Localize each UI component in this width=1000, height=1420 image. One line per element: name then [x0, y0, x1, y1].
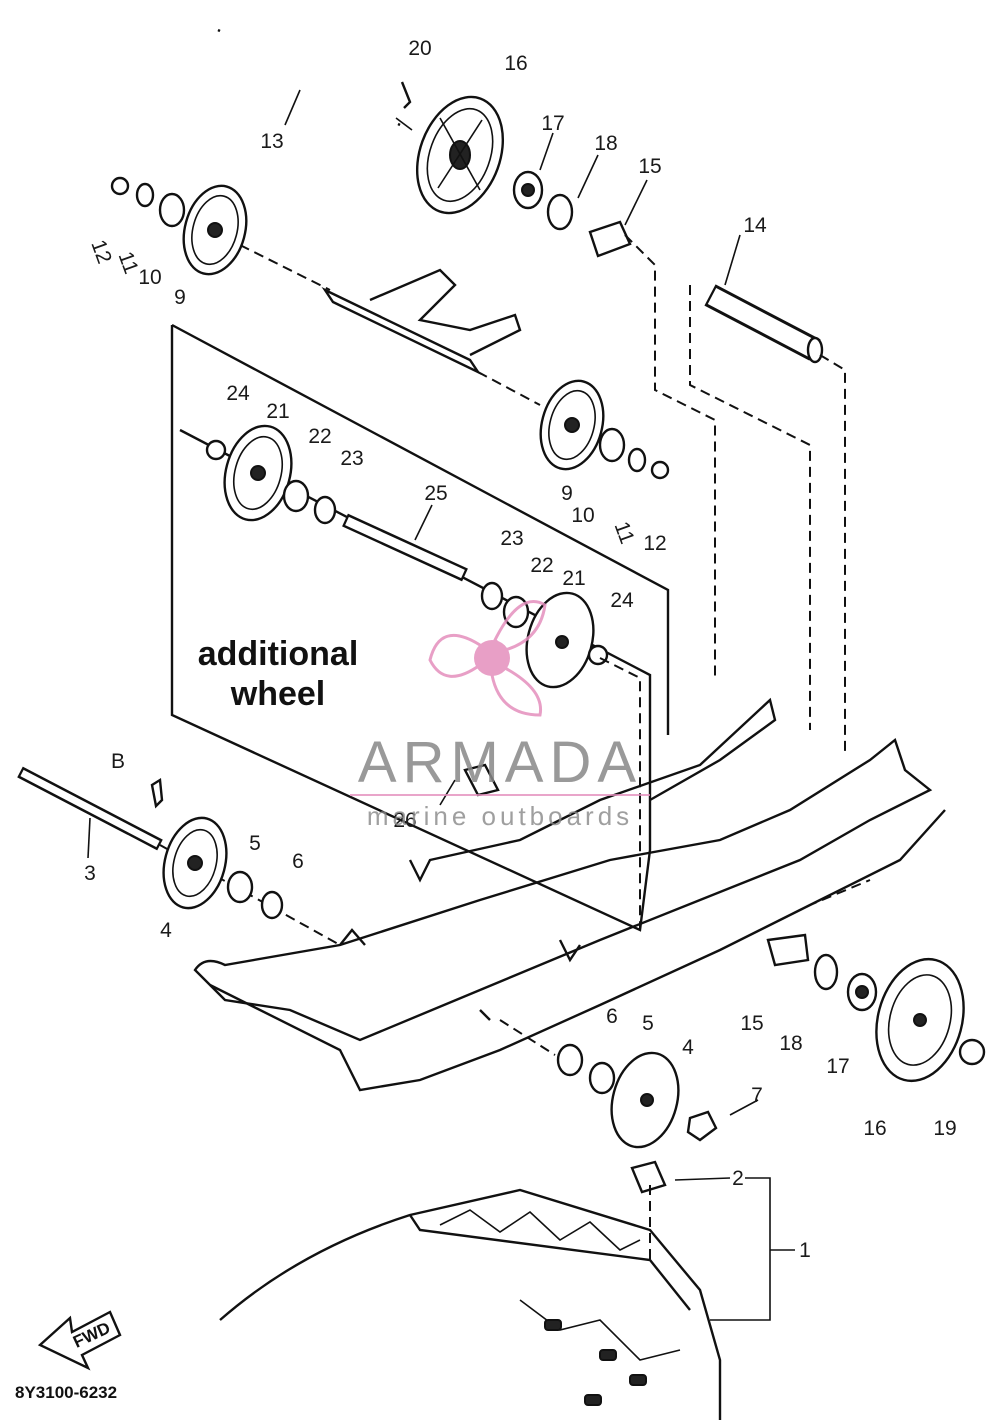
callout-numbers: 20 16 13 17 18 15 14 12 11 10 9 24 21 22… [84, 37, 957, 1262]
callout-1: 1 [799, 1239, 811, 1262]
sprocket-wheel-16-bottom [875, 957, 965, 1083]
callout-15-bottom: 15 [740, 1012, 763, 1035]
watermark-tagline: marine outboards [367, 801, 633, 831]
additional-wheel-label-line2: wheel [230, 675, 325, 713]
callout-16-top: 16 [504, 52, 527, 75]
sprocket-wheel-16-top [415, 95, 505, 215]
callout-5-front: 5 [249, 832, 261, 855]
callout-19: 19 [933, 1117, 956, 1140]
callout-4-rear: 4 [682, 1036, 694, 1059]
callout-2: 2 [732, 1167, 744, 1190]
wheel-4-rear [610, 1051, 680, 1149]
callout-6-front: 6 [292, 850, 304, 873]
callout-6-rear: 6 [606, 1005, 618, 1028]
callout-24-right: 24 [610, 589, 634, 612]
callout-26: 26 [393, 809, 416, 832]
callout-23-left: 23 [340, 447, 363, 470]
callout-25: 25 [424, 482, 447, 505]
callout-5-rear: 5 [642, 1012, 654, 1035]
callout-13: 13 [260, 130, 283, 153]
callout-22-left: 22 [308, 425, 331, 448]
additional-wheel-21-left [223, 424, 293, 522]
callout-18-top: 18 [594, 132, 617, 155]
callout-12-right: 12 [643, 532, 666, 555]
callout-7: 7 [751, 1084, 763, 1107]
rear-axle-shaft-13 [217, 27, 413, 131]
callout-14: 14 [743, 214, 767, 237]
callout-B: B [111, 750, 125, 773]
callout-24-left: 24 [226, 382, 250, 405]
track-assembly-1 [219, 1160, 722, 1420]
callout-20: 20 [408, 37, 431, 60]
callout-21-right: 21 [562, 567, 585, 590]
callout-23-right: 23 [500, 527, 523, 550]
fwd-arrow-icon [37, 1310, 122, 1371]
slide-rail-frame [193, 697, 946, 1092]
callout-9-left: 9 [174, 286, 186, 309]
wheel-4-front [162, 816, 228, 910]
callout-9-right: 9 [561, 482, 573, 505]
idler-shaft-25 [342, 513, 468, 582]
wheel-9-right [539, 379, 605, 471]
cross-arm-bracket [239, 244, 541, 406]
alignment-dash-lines [599, 234, 871, 1265]
callout-10-right: 10 [571, 504, 594, 527]
watermark-brand: ARMADA [358, 730, 642, 795]
callout-16-bottom: 16 [863, 1117, 886, 1140]
callout-17-top: 17 [541, 112, 564, 135]
collar-14 [704, 284, 824, 364]
callout-12-left: 12 [86, 237, 116, 267]
callout-18-bottom: 18 [779, 1032, 802, 1055]
callout-leaders [87, 89, 795, 1321]
callout-11-right: 11 [610, 519, 639, 547]
callout-15-top: 15 [638, 155, 661, 178]
callout-21-left: 21 [266, 400, 289, 423]
bearings-and-washers [110, 170, 986, 1142]
callout-10-left: 10 [138, 266, 161, 289]
spring-pin-20 [400, 81, 412, 109]
wheel-9-left [182, 184, 248, 276]
diagram-code: 8Y3100-6232 [15, 1383, 117, 1402]
additional-wheel-label-line1: additional [198, 635, 359, 673]
armada-logo-icon [428, 600, 547, 717]
callout-4-front: 4 [160, 919, 172, 942]
callout-17-bottom: 17 [826, 1055, 849, 1078]
callout-22-right: 22 [530, 554, 553, 577]
callout-3: 3 [84, 862, 96, 885]
